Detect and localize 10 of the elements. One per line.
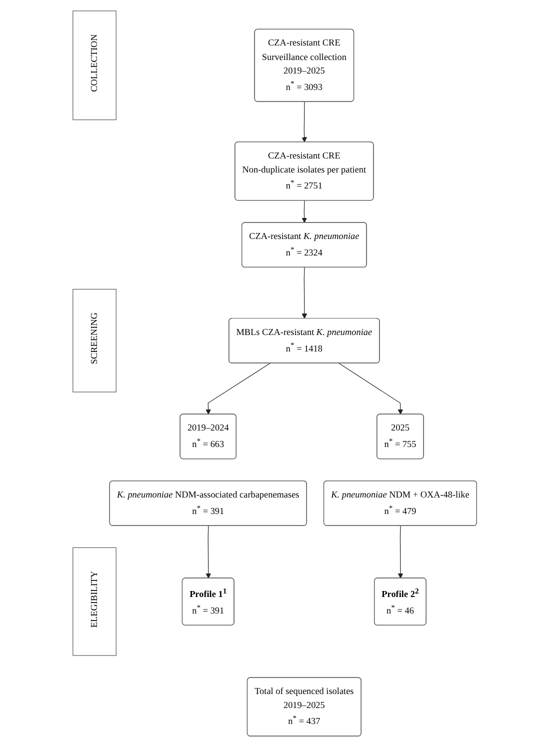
node-box: SCREENING <box>72 288 117 392</box>
node-box: COLLECTION <box>72 10 117 120</box>
arrow <box>338 362 404 415</box>
arrow <box>302 102 308 142</box>
arrow <box>206 362 271 415</box>
node-box: ELEGIBILITY <box>72 547 117 656</box>
arrow <box>302 200 308 223</box>
arrow <box>398 526 404 579</box>
arrow <box>302 267 308 319</box>
arrow <box>206 526 212 579</box>
